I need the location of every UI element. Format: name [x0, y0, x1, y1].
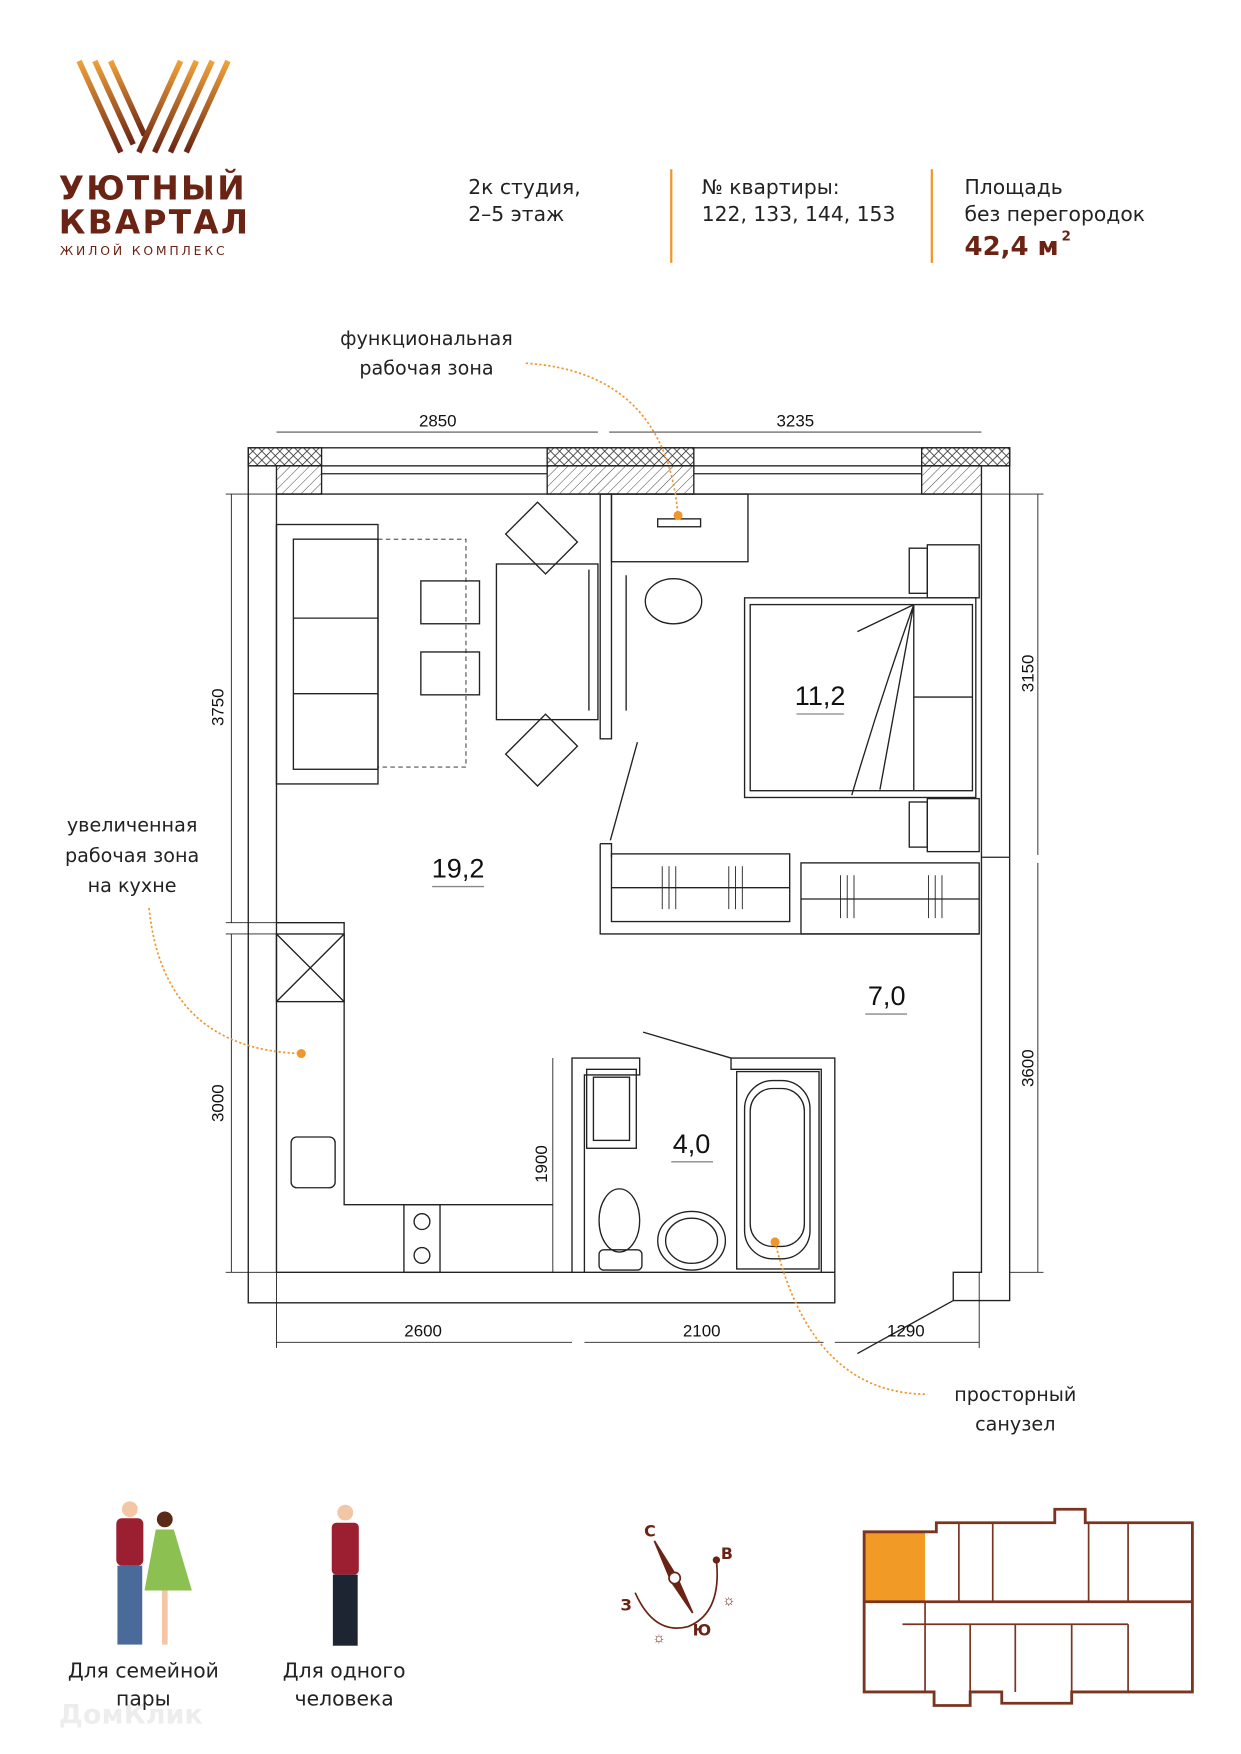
room-area-bedroom: 11,2 — [795, 680, 846, 711]
annotation-work-zone-2: рабочая зона — [359, 356, 493, 379]
compass-north: С — [644, 1521, 656, 1540]
apartments-value: 122, 133, 144, 153 — [702, 202, 896, 226]
room-area-bathroom: 4,0 — [673, 1128, 711, 1159]
logo-mark-icon — [76, 59, 231, 154]
dim-bath-height: 1900 — [532, 1145, 551, 1183]
annotation-kitchen-zone-2: рабочая зона — [65, 844, 199, 867]
brand-name-line2: КВАРТАЛ — [59, 203, 251, 241]
dim-top-left: 2850 — [419, 411, 457, 430]
annotation-kitchen-zone: увеличенная — [67, 813, 198, 836]
annotation-bathroom: просторный — [954, 1383, 1076, 1406]
highlighted-apartment — [864, 1531, 926, 1602]
audience-single: Для одного — [283, 1658, 406, 1682]
apartment-type: 2к студия, — [468, 175, 581, 199]
apartments-label: № квартиры: — [702, 175, 840, 199]
area-label: Площадь — [965, 175, 1063, 199]
compass-west: З — [621, 1596, 632, 1615]
area-unit-sup: 2 — [1062, 228, 1071, 244]
watermark: ДомКлик — [59, 1700, 203, 1731]
annotation-leaders — [148, 362, 928, 1396]
dim-top-right: 3235 — [777, 411, 815, 430]
area-value: 42,4 м — [965, 232, 1059, 262]
compass-icon — [634, 1540, 721, 1629]
brand-subtitle: ЖИЛОЙ КОМПЛЕКС — [60, 243, 228, 258]
dim-right-top: 3150 — [1018, 655, 1037, 693]
floor-plan — [225, 431, 1044, 1355]
room-area-hall: 7,0 — [868, 980, 906, 1011]
dim-left-top: 3750 — [208, 688, 227, 726]
floor-range: 2–5 этаж — [468, 202, 564, 226]
dim-bottom-left: 2600 — [404, 1322, 442, 1341]
apartment-info: 2к студия, 2–5 этаж № квартиры: 122, 133… — [468, 169, 1145, 263]
dim-left-bottom: 3000 — [208, 1084, 227, 1122]
annotation-work-zone: функциональная — [340, 327, 513, 350]
sun-icon: ☼ — [652, 1630, 665, 1646]
dim-bottom-right: 1290 — [887, 1322, 925, 1341]
audience-couple-2: пары — [116, 1686, 171, 1710]
annotation-dots — [296, 510, 780, 1247]
audience-couple: Для семейной — [68, 1658, 219, 1682]
area-label-2: без перегородок — [965, 202, 1145, 226]
compass-east: В — [721, 1544, 733, 1563]
room-area-living: 19,2 — [432, 853, 485, 884]
annotation-bathroom-2: санузел — [975, 1412, 1055, 1435]
compass-south: Ю — [693, 1621, 712, 1640]
brand-logo: УЮТНЫЙ КВАРТАЛ ЖИЛОЙ КОМПЛЕКС — [59, 59, 251, 258]
audience-single-2: человека — [295, 1686, 394, 1710]
annotation-kitchen-zone-3: на кухне — [88, 874, 177, 897]
couple-figure-icon — [116, 1501, 192, 1645]
single-person-figure-icon — [331, 1504, 359, 1646]
dim-right-bottom: 3600 — [1018, 1049, 1037, 1087]
dim-bottom-mid: 2100 — [683, 1322, 721, 1341]
brand-name-line1: УЮТНЫЙ — [59, 170, 247, 208]
floor-key-plan — [862, 1507, 1194, 1707]
sun-icon: ☼ — [722, 1593, 735, 1609]
